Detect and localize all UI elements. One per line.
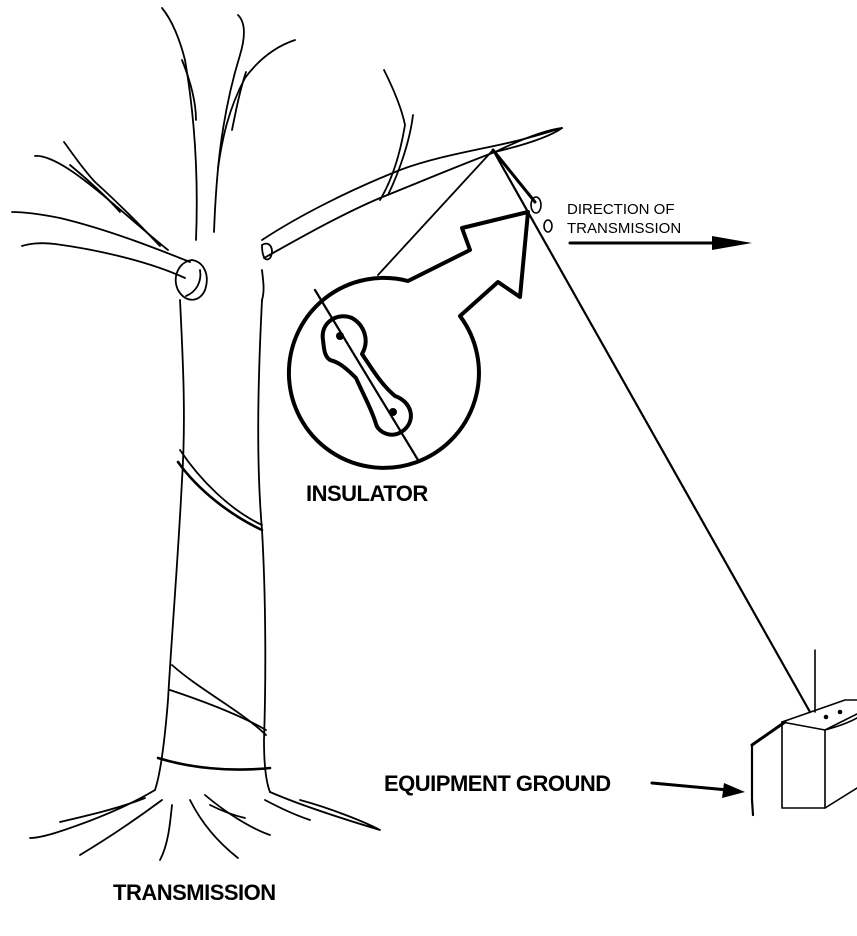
equipment-ground-label: EQUIPMENT GROUND [384,771,611,797]
figure-caption: TRANSMISSION [113,880,276,906]
direction-label-line2: TRANSMISSION [567,219,681,238]
ground-arrow-icon [652,783,745,798]
direction-label-line1: DIRECTION OF [567,200,681,219]
tree-icon [12,8,562,860]
direction-of-transmission-label: DIRECTION OF TRANSMISSION [567,200,681,238]
direction-arrow-icon [570,236,752,250]
insulator-label: INSULATOR [306,481,428,507]
magnifier-arrow-icon [289,212,528,468]
equipment-box-icon [752,650,857,815]
